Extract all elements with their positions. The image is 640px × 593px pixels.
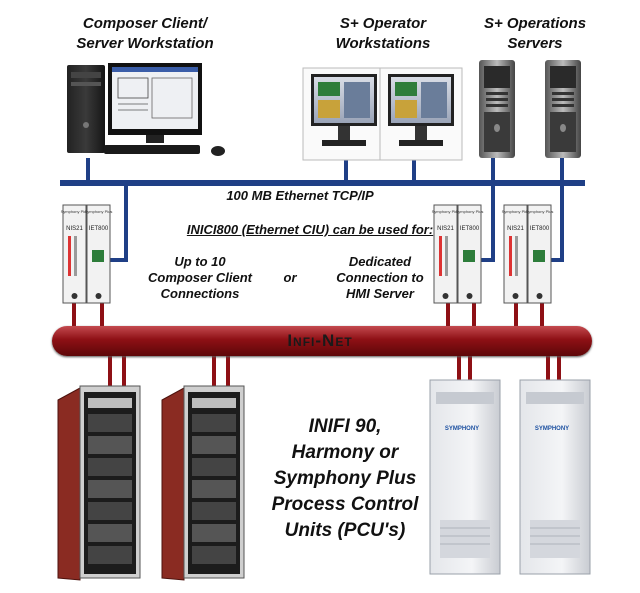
ethernet-label: 100 MB Ethernet TCP/IP (226, 188, 374, 203)
module-brand-text: Symphony Plus (526, 209, 554, 214)
infinet-label: Infi-Net (287, 331, 353, 350)
infinet-link (546, 352, 550, 382)
infinet-link (212, 352, 216, 388)
infinet-link (472, 300, 476, 332)
cabinet-logo-text: SYMPHONY (535, 426, 569, 432)
pcu-cabinet-icon (161, 385, 245, 581)
infinet-link (100, 300, 104, 332)
ethernet-link (560, 182, 564, 262)
module-nis-text: NIS21 (507, 226, 524, 232)
ethernet-drop (86, 158, 90, 182)
pcu-cabinet-icon (57, 385, 141, 581)
operations-servers-label: S+ Operations Servers (483, 15, 587, 52)
infinet-bus (52, 326, 592, 356)
operator-workstation-icon (302, 67, 386, 161)
pcu-label: INIFI 90, Harmony or Symphony Plus Proce… (271, 416, 419, 541)
module-iet-text: IET800 (89, 226, 109, 232)
inici-label: INICI800 (Ethernet CIU) can be used for: (186, 222, 434, 237)
infinet-link (108, 352, 112, 388)
nis21-module-icon: Symphony Plus NIS21 (502, 204, 530, 304)
composer-workstation-icon (67, 63, 225, 156)
module-brand-text: Symphony Plus (456, 209, 484, 214)
ethernet-link (106, 258, 128, 262)
infinet-link (122, 352, 126, 388)
ethernet-link (491, 182, 495, 262)
infinet-link (514, 300, 518, 332)
infinet-link (446, 300, 450, 332)
cabinet-logo-text: SYMPHONY (445, 426, 479, 432)
infinet-link (72, 300, 76, 332)
or-label: or (283, 270, 297, 285)
iet800-module-icon: Symphony Plus IET800 (456, 204, 484, 304)
infinet-link (468, 352, 472, 382)
infinet-link (540, 300, 544, 332)
ethernet-link (124, 182, 128, 262)
module-brand-text: Symphony Plus (502, 209, 530, 214)
module-brand-text: Symphony Plus (61, 209, 89, 214)
operator-workstation-icon (379, 67, 463, 161)
ethernet-drop (344, 158, 348, 182)
iet800-module-icon: Symphony Plus IET800 (85, 204, 113, 304)
composer-workstation-label: Composer Client/ Server Workstation (76, 15, 214, 52)
nis21-module-icon: Symphony Plus NIS21 (61, 204, 89, 304)
upto-label: Up to 10 Composer Client Connections (147, 254, 252, 301)
nis21-module-icon: Symphony Plus NIS21 (432, 204, 460, 304)
infinet-link (557, 352, 561, 382)
server-icon (479, 60, 515, 158)
module-brand-text: Symphony Plus (432, 209, 460, 214)
infinet-link (457, 352, 461, 382)
symphony-cabinet-icon: SYMPHONY (429, 379, 501, 575)
ethernet-link (476, 258, 495, 262)
module-iet-text: IET800 (530, 226, 550, 232)
iet800-module-icon: Symphony Plus IET800 (526, 204, 554, 304)
ethernet-drop (560, 158, 564, 182)
module-iet-text: IET800 (460, 226, 480, 232)
ethernet-drop (491, 158, 495, 182)
module-brand-text: Symphony Plus (85, 209, 113, 214)
symphony-cabinet-icon: SYMPHONY (519, 379, 591, 575)
module-nis-text: NIS21 (437, 226, 454, 232)
ethernet-drop (412, 158, 416, 182)
operator-workstations-label: S+ Operator Workstations (335, 15, 431, 52)
ethernet-bus (60, 180, 585, 186)
server-icon (545, 60, 581, 158)
infinet-link (226, 352, 230, 388)
module-nis-text: NIS21 (66, 226, 83, 232)
dedicated-label: Dedicated Connection to HMI Server (336, 254, 424, 301)
ethernet-link (546, 258, 564, 262)
